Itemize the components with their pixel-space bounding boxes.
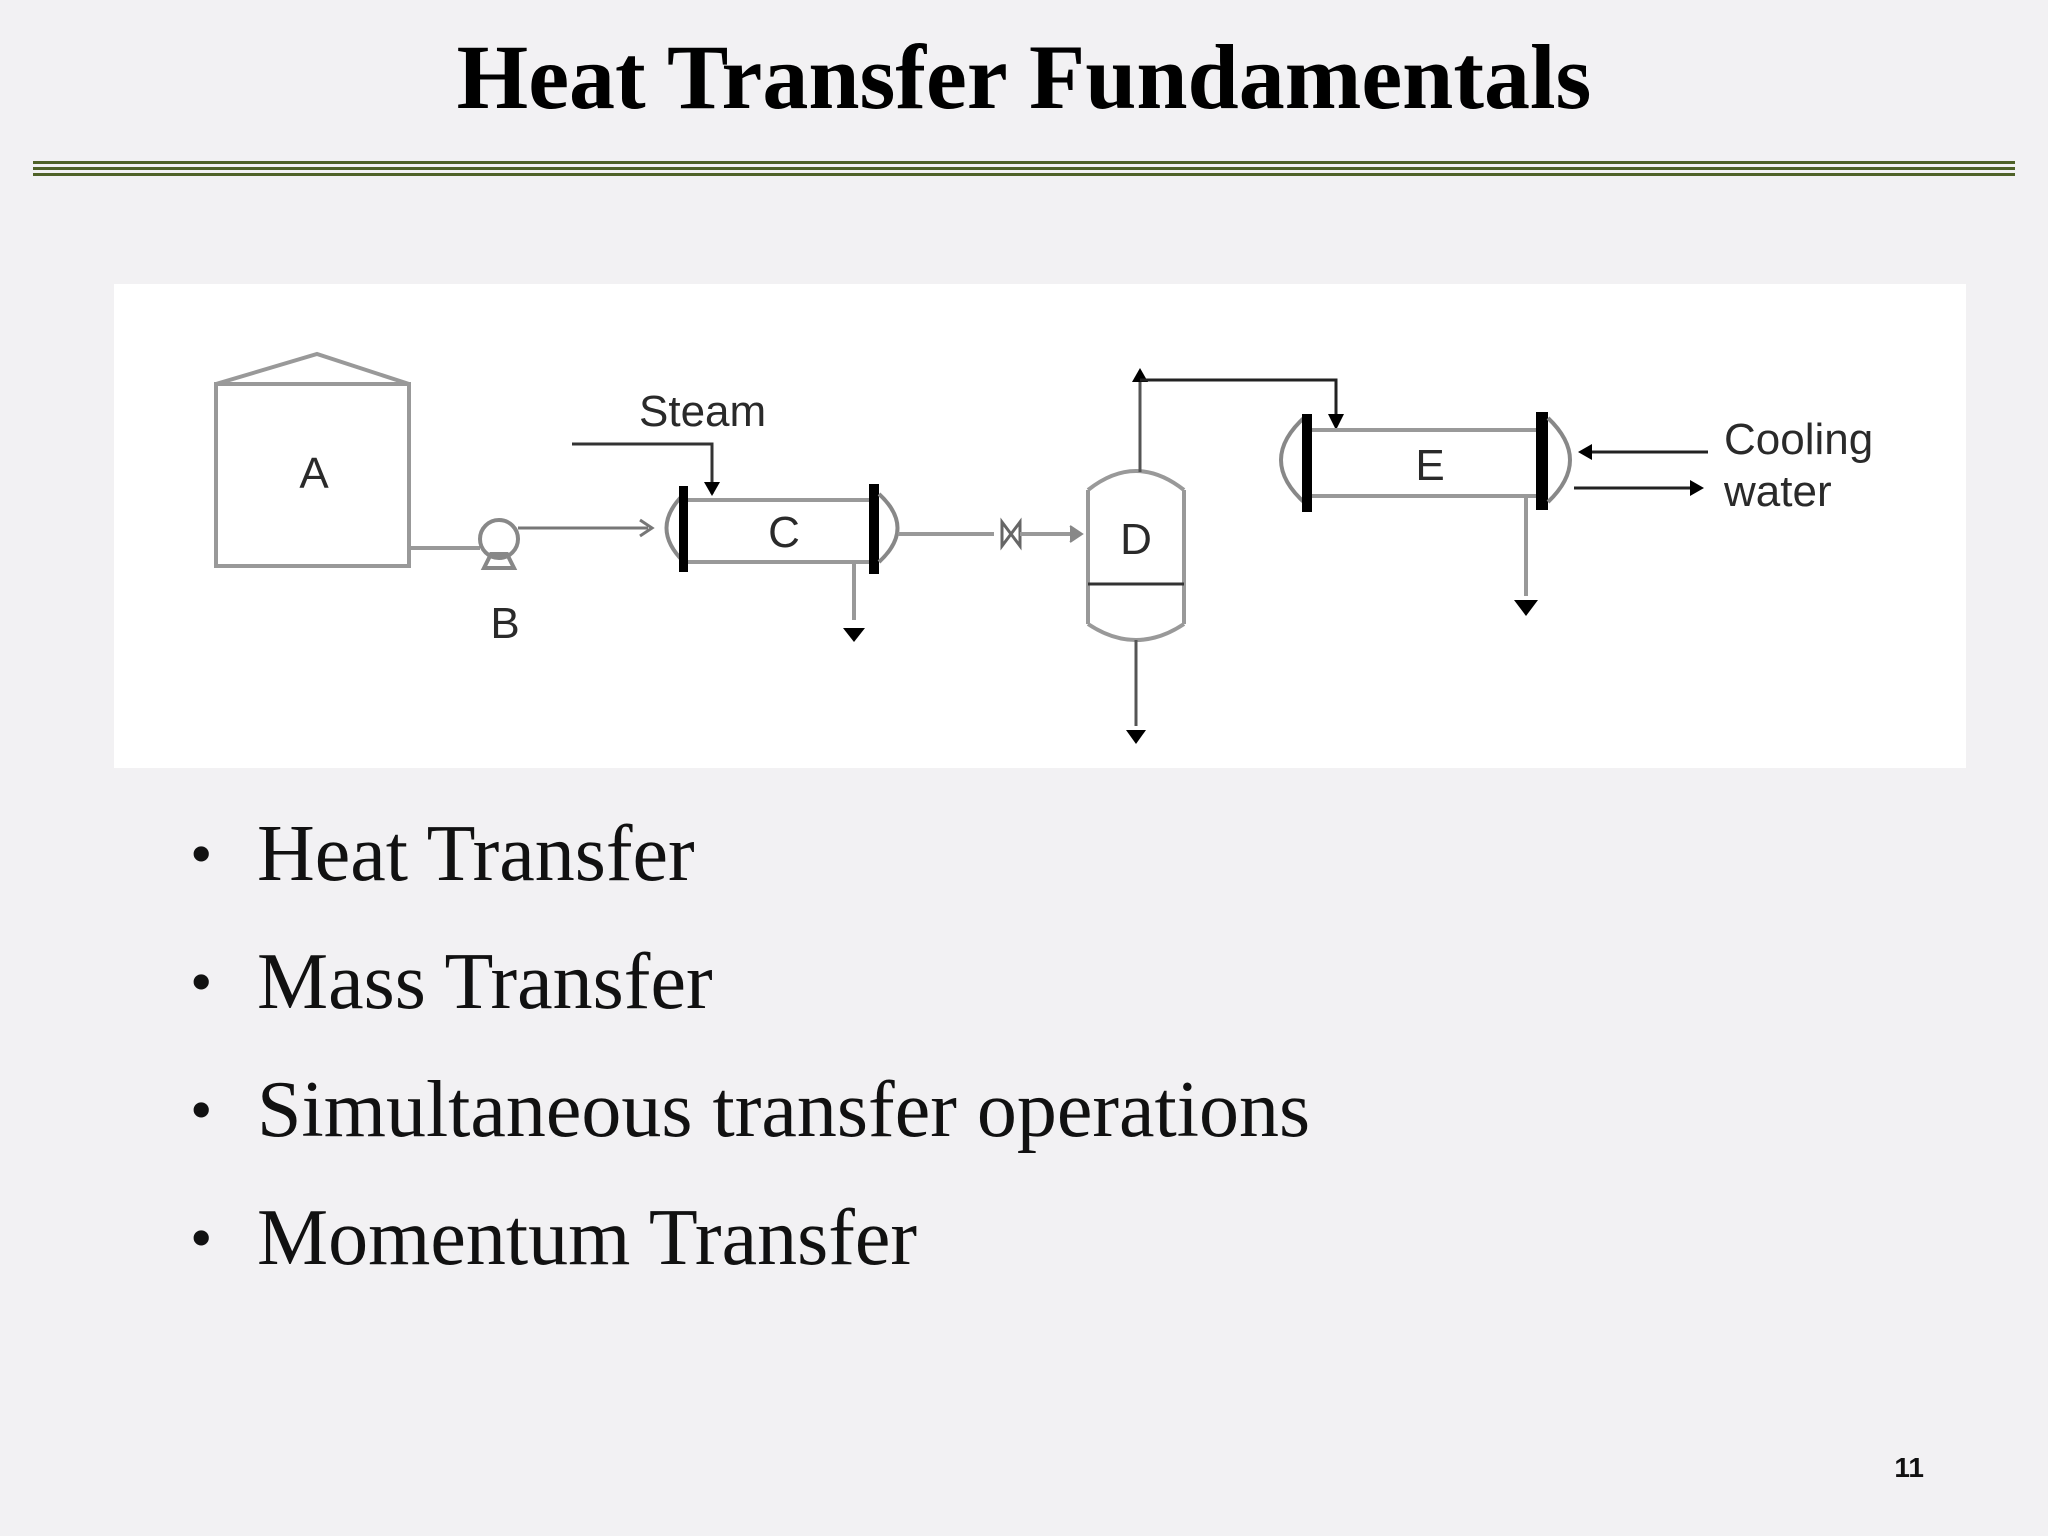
- bullet-list: • Heat Transfer • Mass Transfer • Simultane…: [190, 790, 1310, 1302]
- steam-inlet: Steam: [572, 387, 766, 496]
- heat-exchanger-c: C: [664, 484, 900, 642]
- storage-tank-a: A: [214, 351, 411, 568]
- bullet-text: Simultaneous transfer operations: [257, 1066, 1311, 1154]
- slide-title: Heat Transfer Fundamentals: [456, 26, 1592, 128]
- valve-icon: [1000, 517, 1022, 551]
- condenser-e: E: [1279, 412, 1708, 616]
- bullet-text: Mass Transfer: [257, 938, 713, 1026]
- cooling-water-label-line1: Cooling: [1724, 415, 1873, 464]
- tank-label: A: [299, 449, 329, 498]
- bullet-item: • Mass Transfer: [190, 918, 1310, 1046]
- cooling-water-label-line2: water: [1723, 467, 1832, 516]
- steam-label: Steam: [639, 387, 766, 436]
- bullet-dot-icon: •: [190, 946, 213, 1017]
- bullet-text: Momentum Transfer: [257, 1194, 917, 1282]
- bullet-dot-icon: •: [190, 1074, 213, 1145]
- pump-label: B: [490, 599, 519, 648]
- separator-label: D: [1120, 515, 1152, 564]
- process-flow-diagram: A B Steam C: [114, 284, 1966, 768]
- bullet-dot-icon: •: [190, 818, 213, 889]
- separator-d: D: [1086, 368, 1344, 744]
- heater-label: C: [768, 508, 800, 557]
- pump-b: B: [478, 518, 520, 648]
- bullet-text: Heat Transfer: [257, 810, 695, 898]
- page-number: 11: [1894, 1452, 1924, 1483]
- process-flow-svg: A B Steam C: [214, 351, 1873, 744]
- bullet-item: • Heat Transfer: [190, 790, 1310, 918]
- condenser-label: E: [1415, 441, 1444, 490]
- bullet-dot-icon: •: [190, 1202, 213, 1273]
- title-divider: [33, 161, 2015, 177]
- bullet-item: • Momentum Transfer: [190, 1174, 1310, 1302]
- bullet-item: • Simultaneous transfer operations: [190, 1046, 1310, 1174]
